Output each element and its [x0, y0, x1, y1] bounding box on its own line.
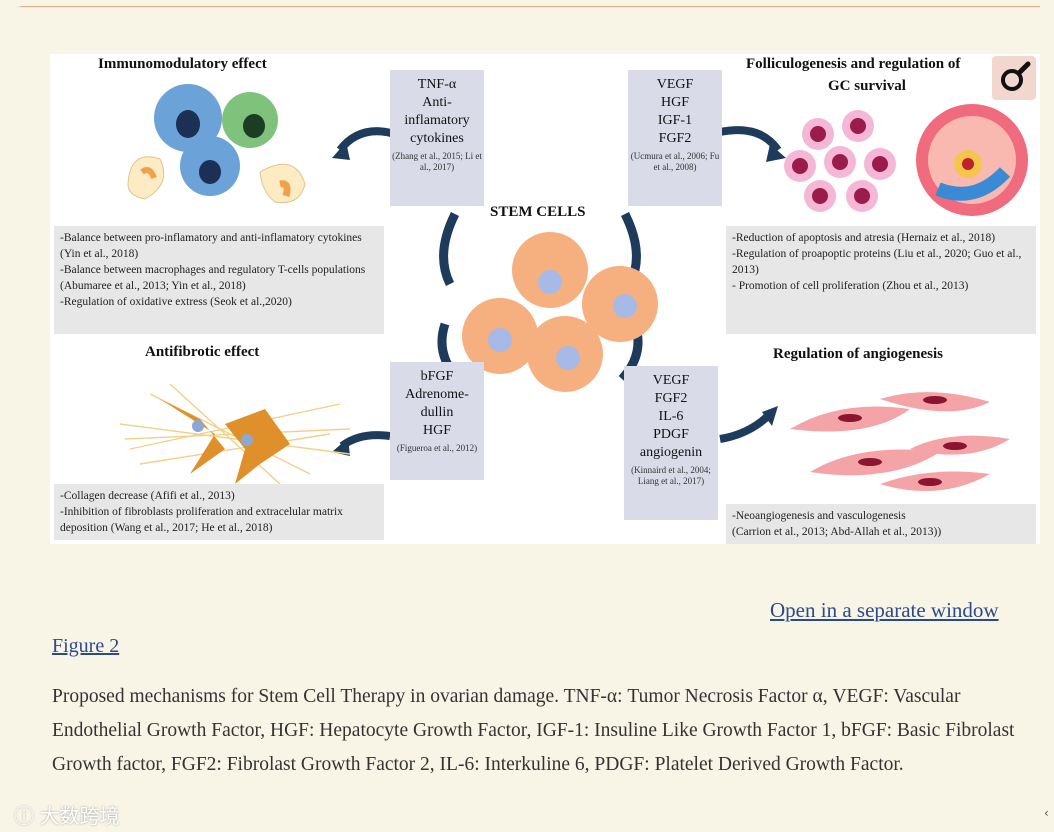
factor-igf1: IGF-1 — [628, 112, 722, 130]
stem-cells-title: STEM CELLS — [490, 204, 585, 221]
factor-vegf-2: VEGF — [624, 372, 718, 390]
antifibrotic-citation: (Figueroa et al., 2012) — [390, 443, 484, 454]
figure-image: Immunomodulatory effect Folliculogenesis… — [50, 54, 1040, 544]
caret-left-icon[interactable]: ‹ — [1044, 806, 1049, 820]
watermark: ⓘ 大数跨境 — [14, 800, 120, 829]
factor-fgf2: FGF2 — [628, 130, 722, 148]
top-divider — [20, 6, 1040, 7]
arc-top-left — [444, 214, 455, 284]
antifibrotic-effect-1: -Collagen decrease (Afifi et al., 2013) — [60, 488, 378, 504]
immuno-effect-1: -Balance between pro-inflamatory and ant… — [60, 230, 378, 262]
factor-adrenome: Adrenome- — [390, 386, 484, 404]
follicle-effect-3: - Promotion of cell proliferation (Zhou … — [732, 278, 1030, 294]
immuno-citation: (Zhang et al., 2015; Li et al., 2017) — [390, 151, 484, 173]
follicle-title-line1: Folliculogenesis and regulation of — [746, 56, 960, 73]
factor-hgf-2: HGF — [390, 422, 484, 440]
factor-il6: IL-6 — [624, 408, 718, 426]
follicle-effects-box: -Reduction of apoptosis and atresia (Her… — [726, 226, 1036, 334]
follicle-factors-box: VEGF HGF IGF-1 FGF2 (Ucmura et al., 2006… — [628, 70, 722, 206]
factor-pdgf: PDGF — [624, 426, 718, 444]
antifibrotic-effects-box: -Collagen decrease (Afifi et al., 2013) … — [54, 484, 384, 540]
follicle-effect-1: -Reduction of apoptosis and atresia (Her… — [732, 230, 1030, 246]
factor-cytokines: cytokines — [390, 130, 484, 148]
factor-tnf: TNF-α — [390, 76, 484, 94]
angio-effects-box: -Neoangiogenesis and vasculogenesis (Car… — [726, 504, 1036, 544]
factor-angiogenin: angiogenin — [624, 444, 718, 462]
factor-inflamatory: inflamatory — [390, 112, 484, 130]
angio-citation: (Kinnaird et al., 2004; Liang et al., 20… — [624, 465, 718, 487]
factor-anti: Anti- — [390, 94, 484, 112]
angio-factors-box: VEGF FGF2 IL-6 PDGF angiogenin (Kinnaird… — [624, 366, 718, 520]
open-separate-window-link[interactable]: Open in a separate window — [770, 598, 999, 623]
factor-dullin: dullin — [390, 404, 484, 422]
factor-fgf2-2: FGF2 — [624, 390, 718, 408]
angio-effect-2: (Carrion et al., 2013; Abd-Allah et al.,… — [732, 524, 1030, 540]
immuno-effect-3: -Regulation of oxidative extress (Seok e… — [60, 294, 378, 310]
angio-title: Regulation of angiogenesis — [773, 346, 943, 363]
factor-bfgf: bFGF — [390, 368, 484, 386]
immuno-effect-2: -Balance between macrophages and regulat… — [60, 262, 378, 294]
magnifier-icon — [992, 56, 1036, 100]
immuno-title: Immunomodulatory effect — [98, 56, 267, 73]
factor-vegf: VEGF — [628, 76, 722, 94]
figure-2-link[interactable]: Figure 2 — [52, 635, 119, 658]
follicle-effect-2: -Regulation of proapoptic proteins (Liu … — [732, 246, 1030, 278]
zoom-button[interactable] — [992, 56, 1036, 100]
follicle-illustration — [784, 104, 1028, 216]
antifibrotic-factors-box: bFGF Adrenome- dullin HGF (Figueroa et a… — [390, 362, 484, 480]
endothelial-illustration — [790, 392, 1010, 491]
immuno-factors-box: TNF-α Anti- inflamatory cytokines (Zhang… — [390, 70, 484, 206]
follicle-citation: (Ucmura et al., 2006; Fu et al., 2008) — [628, 151, 722, 173]
antifibrotic-effect-2: -Inhibition of fibroblasts proliferation… — [60, 504, 378, 536]
factor-hgf: HGF — [628, 94, 722, 112]
angio-effect-1: -Neoangiogenesis and vasculogenesis — [732, 508, 1030, 524]
watermark-text: 大数跨境 — [40, 806, 120, 828]
immune-cells-illustration — [128, 84, 305, 203]
antifibrotic-title: Antifibrotic effect — [145, 344, 259, 361]
follicle-title-line2: GC survival — [828, 78, 906, 95]
figure-caption: Proposed mechanisms for Stem Cell Therap… — [52, 680, 1037, 782]
watermark-logo-icon: ⓘ — [14, 806, 34, 828]
immuno-effects-box: -Balance between pro-inflamatory and ant… — [54, 226, 384, 334]
